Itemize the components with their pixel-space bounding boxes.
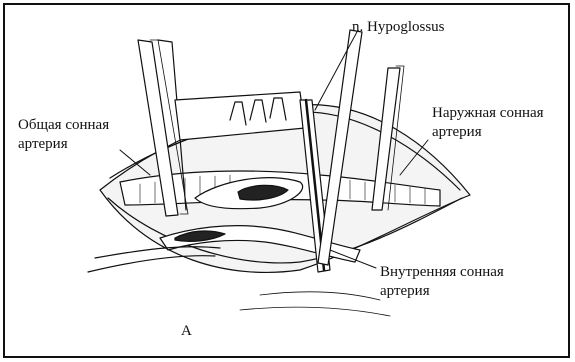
label-common-carotid-line2: артерия	[18, 135, 68, 153]
label-hypoglossus: n. Hypoglossus	[352, 18, 445, 36]
label-internal-carotid-line1: Внутренняя сонная	[380, 263, 504, 281]
label-common-carotid-line1: Общая сонная	[18, 116, 109, 134]
label-internal-carotid-line2: артерия	[380, 282, 430, 300]
panel-label: A	[181, 322, 192, 340]
label-external-carotid-line1: Наружная сонная	[432, 104, 544, 122]
label-external-carotid-line2: артерия	[432, 123, 482, 141]
